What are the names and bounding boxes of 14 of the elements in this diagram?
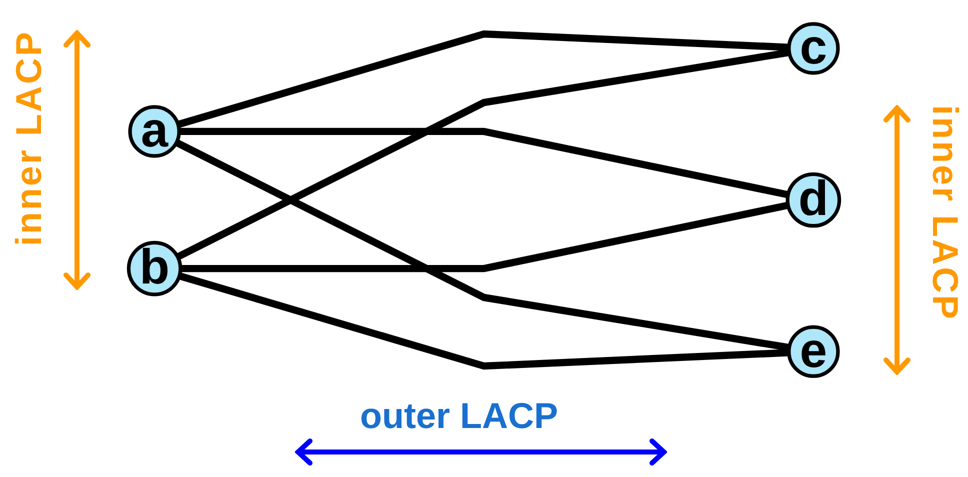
node-circle: c	[787, 22, 840, 75]
annotation-label: inner LACP	[924, 105, 966, 322]
node-circle: a	[128, 105, 181, 158]
annotation-label: inner LACP	[8, 30, 50, 246]
connector	[176, 48, 790, 260]
connector	[178, 272, 790, 370]
connector	[174, 139, 790, 352]
node-circle: d	[786, 172, 842, 228]
node-circle: e	[787, 325, 840, 378]
connector	[179, 128, 789, 198]
annotation-label: outer LACP	[360, 395, 558, 437]
connector	[180, 202, 789, 272]
node-circle: b	[126, 240, 182, 296]
connector	[177, 30, 790, 128]
